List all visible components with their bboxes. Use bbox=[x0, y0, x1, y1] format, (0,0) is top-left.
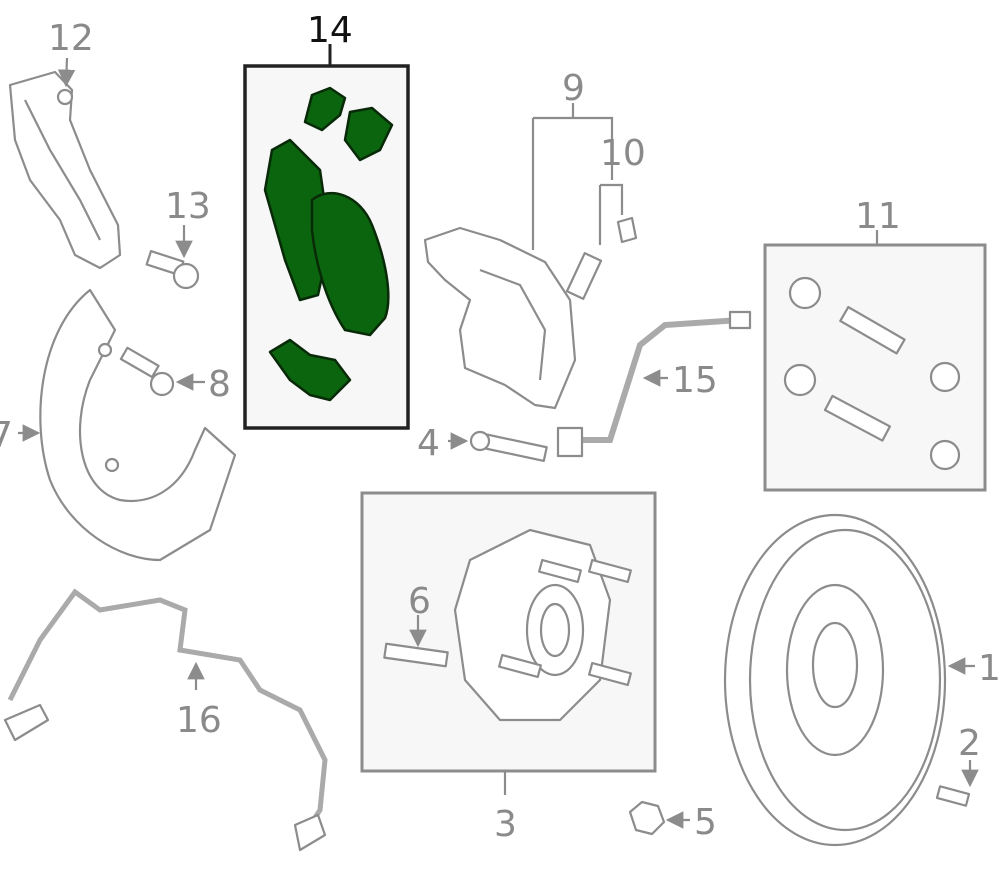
part-5-nut[interactable]: 5 bbox=[628, 800, 717, 843]
callout-2[interactable]: 2 bbox=[958, 723, 981, 764]
callout-6[interactable]: 6 bbox=[408, 581, 431, 622]
callout-12[interactable]: 12 bbox=[48, 18, 94, 59]
part-7-splash-shield[interactable]: 7 bbox=[0, 288, 237, 562]
callout-16[interactable]: 16 bbox=[176, 700, 222, 741]
part-16-abs-sensor-wire[interactable]: 16 bbox=[3, 588, 328, 852]
callout-11[interactable]: 11 bbox=[855, 196, 901, 237]
callout-15[interactable]: 15 bbox=[672, 360, 718, 401]
callout-1[interactable]: 1 bbox=[978, 648, 1000, 689]
callout-9[interactable]: 9 bbox=[562, 68, 585, 109]
callout-14[interactable]: 14 bbox=[307, 10, 353, 51]
part-14-brake-pad-kit[interactable]: 14 bbox=[243, 10, 410, 430]
part-1-brake-rotor[interactable]: 1 bbox=[723, 513, 1000, 847]
callout-10[interactable]: 10 bbox=[600, 133, 646, 174]
part-11-hardware-kit[interactable]: 11 bbox=[763, 196, 987, 492]
callout-3[interactable]: 3 bbox=[494, 804, 517, 845]
part-12-caliper-bracket[interactable]: 12 bbox=[8, 18, 122, 270]
part-3-hub-assembly[interactable]: 3 bbox=[360, 491, 657, 845]
callout-7[interactable]: 7 bbox=[0, 415, 13, 456]
part-6-wheel-stud[interactable]: 6 bbox=[383, 581, 449, 668]
part-8-bolt[interactable]: 8 bbox=[119, 346, 231, 405]
part-2-screw[interactable]: 2 bbox=[935, 723, 981, 807]
part-15-brake-hose[interactable]: 15 bbox=[556, 310, 752, 458]
part-10-bleeder[interactable]: 10 bbox=[565, 133, 646, 300]
part-13-bolt[interactable]: 13 bbox=[145, 186, 211, 290]
callout-8[interactable]: 8 bbox=[208, 364, 231, 405]
part-4-bolt[interactable]: 4 bbox=[417, 423, 548, 464]
part-9-caliper[interactable]: 9 bbox=[423, 68, 614, 410]
callout-13[interactable]: 13 bbox=[165, 186, 211, 227]
callout-4[interactable]: 4 bbox=[417, 423, 440, 464]
callout-5[interactable]: 5 bbox=[694, 802, 717, 843]
